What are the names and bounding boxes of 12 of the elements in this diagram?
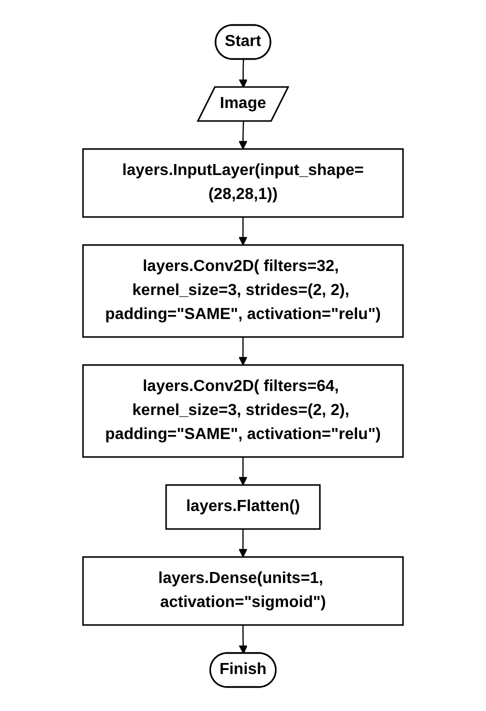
- arrow: [238, 58, 248, 88]
- arrow: [238, 120, 248, 149]
- node-box: layers.Conv2D( filters=32, kernel_size=3, strides=(2, 2), padding="SAME", activation="relu"): [82, 244, 404, 338]
- arrow: [238, 456, 248, 485]
- arrow: [238, 528, 248, 557]
- node-box: layers.Conv2D( filters=64, kernel_size=3, strides=(2, 2), padding="SAME", activation="relu"): [82, 364, 404, 458]
- node-box: layers.Flatten(): [165, 484, 321, 530]
- node-box: layers.InputLayer(input_shape=(28,28,1)): [82, 148, 404, 218]
- arrow: [238, 216, 248, 245]
- arrow: [238, 336, 248, 365]
- node-box: layers.Dense(units=1, activation="sigmoid"): [82, 556, 404, 626]
- arrow: [238, 624, 248, 654]
